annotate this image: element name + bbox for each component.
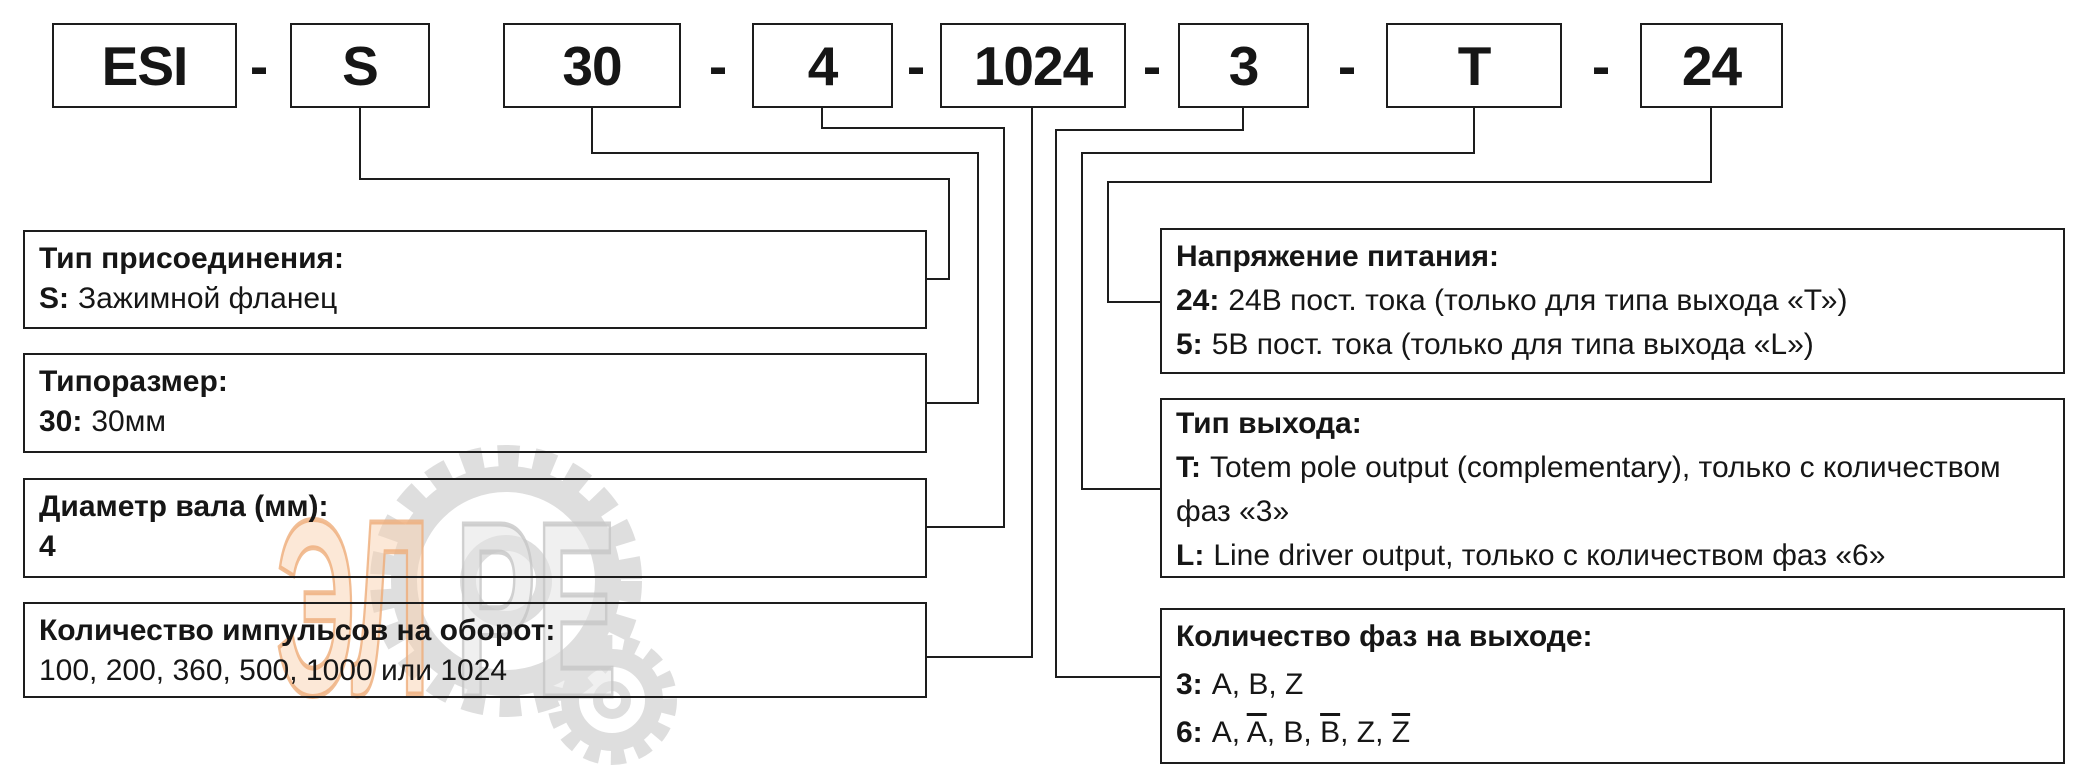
connector-line-4 xyxy=(821,106,823,129)
code-box-series: ESI xyxy=(52,23,237,108)
desc-box-output-type: Тип выхода: T:Totem pole output (complem… xyxy=(1160,398,2065,578)
connector-line-t xyxy=(1081,488,1162,490)
connector-line-3 xyxy=(1055,129,1244,131)
code-segment-label: 24 xyxy=(1681,34,1742,97)
desc-line: 3:A, B, Z xyxy=(1176,668,1304,701)
connector-line-24 xyxy=(1107,301,1162,303)
code-segment-label: 3 xyxy=(1228,34,1260,97)
code-segment-label: 4 xyxy=(807,34,839,97)
code-segment-label: 30 xyxy=(562,34,622,97)
desc-title: Количество импульсов на оборот: xyxy=(39,614,556,647)
code-box-phases-3: 3 xyxy=(1178,23,1309,108)
desc-box-frame-size: Типоразмер: 30:30мм xyxy=(23,353,927,453)
connector-line-24 xyxy=(1710,106,1712,183)
desc-box-pulses-per-rev: Количество импульсов на оборот: 100, 200… xyxy=(23,602,927,698)
desc-box-output-phases: Количество фаз на выходе: 3:A, B, Z 6:A,… xyxy=(1160,608,2065,764)
code-segment-label: ESI xyxy=(101,34,189,97)
connector-line-1024 xyxy=(927,656,1033,658)
connector-line-30 xyxy=(927,402,979,404)
desc-line: 5:5В пост. тока (только для типа выхода … xyxy=(1176,328,1814,361)
desc-title: Тип присоединения: xyxy=(39,242,345,275)
desc-title: Диаметр вала (мм): xyxy=(39,490,329,523)
connector-line-3 xyxy=(1055,676,1162,678)
connector-line-24 xyxy=(1107,181,1109,303)
connector-line-30 xyxy=(591,106,593,154)
connector-line-s xyxy=(927,278,950,280)
desc-box-mounting-type: Тип присоединения: S:Зажимной фланец xyxy=(23,230,927,329)
desc-line: 30:30мм xyxy=(39,405,166,438)
code-box-mounting-s: S xyxy=(290,23,430,108)
connector-line-3 xyxy=(1055,129,1057,678)
connector-line-s xyxy=(359,106,361,180)
desc-title: Напряжение питания: xyxy=(1176,240,1500,273)
desc-line: T:Totem pole output (complementary), тол… xyxy=(1176,451,2001,528)
desc-title: Количество фаз на выходе: xyxy=(1176,620,1593,653)
code-segment-label: 1024 xyxy=(973,34,1093,97)
connector-line-30 xyxy=(591,152,979,154)
code-separator-dash: - xyxy=(1337,34,1357,97)
desc-line-phases-6: 6:A, A, B, B, Z, Z xyxy=(1176,716,1411,749)
connector-line-4 xyxy=(927,526,1005,528)
connector-line-1024 xyxy=(1031,106,1033,658)
desc-box-shaft-diameter: Диаметр вала (мм): 4 xyxy=(23,478,927,578)
code-box-shaft-4: 4 xyxy=(752,23,893,108)
code-separator-dash: - xyxy=(1591,34,1611,97)
connector-line-30 xyxy=(977,152,979,404)
code-segment-label: S xyxy=(342,34,379,97)
desc-title: Типоразмер: xyxy=(39,365,228,398)
code-separator-dash: - xyxy=(906,34,926,97)
desc-line: 100, 200, 360, 500, 1000 или 1024 xyxy=(39,654,508,687)
desc-line: 4 xyxy=(39,530,56,563)
connector-line-3 xyxy=(1242,106,1244,131)
desc-line: L:Line driver output, только с количеств… xyxy=(1176,539,1886,572)
connector-line-s xyxy=(359,178,950,180)
code-segment-label: T xyxy=(1457,34,1492,97)
code-box-output-t: T xyxy=(1386,23,1562,108)
code-box-size-30: 30 xyxy=(503,23,681,108)
connector-line-4 xyxy=(821,127,1005,129)
code-box-ppr-1024: 1024 xyxy=(940,23,1126,108)
code-separator-dash: - xyxy=(1142,34,1162,97)
desc-box-supply-voltage: Напряжение питания: 24:24В пост. тока (т… xyxy=(1160,228,2065,374)
connector-line-t xyxy=(1081,152,1083,490)
code-separator-dash: - xyxy=(249,34,269,97)
code-box-voltage-24: 24 xyxy=(1640,23,1783,108)
connector-line-t xyxy=(1473,106,1475,154)
connector-line-24 xyxy=(1107,181,1712,183)
desc-line: S:Зажимной фланец xyxy=(39,282,338,315)
desc-line: 24:24В пост. тока (только для типа выход… xyxy=(1176,284,1848,317)
connector-line-s xyxy=(948,178,950,280)
desc-title: Тип выхода: xyxy=(1176,407,1362,440)
connector-line-t xyxy=(1081,152,1475,154)
code-separator-dash: - xyxy=(708,34,728,97)
connector-line-4 xyxy=(1003,127,1005,528)
